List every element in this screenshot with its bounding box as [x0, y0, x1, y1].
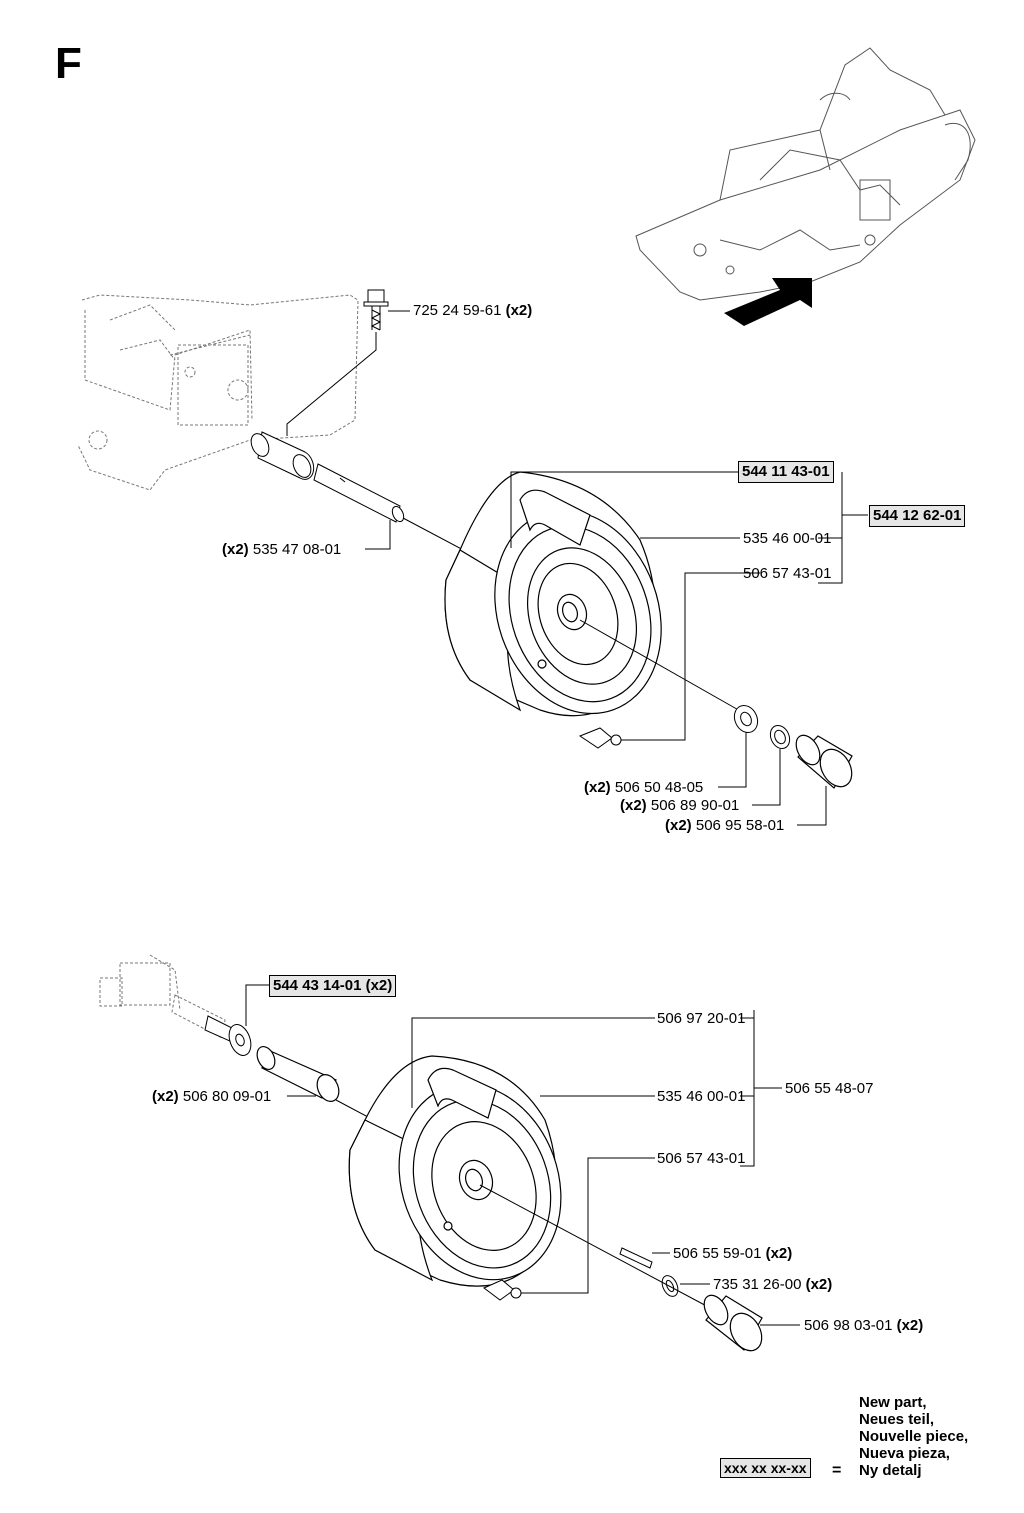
valve-lower: [483, 1279, 522, 1301]
label-506-57-43-01-upper: 506 57 43-01: [743, 565, 832, 582]
lower-wheel: [348, 1055, 562, 1287]
tractor-frame-overview: [635, 47, 976, 301]
leader-506-57-upper: [621, 572, 760, 741]
label-506-55-59-01: 506 55 59-01 (x2): [673, 1245, 793, 1262]
leader-544-43: [245, 984, 270, 1026]
leader-506-89: [752, 749, 781, 806]
leader-506-97: [411, 1017, 655, 1108]
valve-upper: [578, 727, 622, 749]
washer-upper: [733, 704, 759, 734]
cap-upper: [795, 734, 853, 789]
frame-section-outline: [77, 294, 359, 491]
label-506-98-03-01: 506 98 03-01 (x2): [804, 1317, 924, 1334]
section-letter: F: [55, 39, 82, 88]
legend-equals: =: [832, 1462, 842, 1479]
label-506-89-90-01: (x2) 506 89 90-01: [620, 797, 740, 814]
axle-pin-535-47-08-01: [313, 463, 405, 523]
label-506-97-20-01: 506 97 20-01: [657, 1010, 746, 1027]
upper-wheel: [444, 471, 662, 717]
leader-535-47: [365, 520, 391, 550]
bolt-725-24-59-61: [363, 289, 389, 331]
label-544-11-43-01: 544 11 43-01: [738, 461, 834, 483]
label-535-46-00-01-lower: 535 46 00-01: [657, 1088, 746, 1105]
hub-washer-lower: [228, 1024, 252, 1056]
leader-506-57-lower: [521, 1157, 655, 1294]
bracket-upper: [818, 472, 843, 584]
label-725-24-59-61: 725 24 59-61 (x2): [413, 302, 533, 319]
legend-line: Nueva pieza,: [859, 1445, 950, 1462]
bracket-lower: [740, 1010, 755, 1167]
label-535-46-00-01-upper: 535 46 00-01: [743, 530, 832, 547]
legend-line: Neues teil,: [859, 1411, 935, 1428]
axle-tube: [250, 431, 315, 480]
legend-text: New part, Neues teil, Nouvelle piece, Nu…: [859, 1394, 968, 1479]
leader-506-95: [797, 786, 827, 826]
ring-lower: [661, 1275, 679, 1297]
cap-lower: [703, 1294, 763, 1352]
axis-line-lower-2: [479, 1184, 715, 1311]
label-506-80-09-01: (x2) 506 80 09-01: [152, 1088, 272, 1105]
label-506-95-58-01: (x2) 506 95 58-01: [665, 817, 785, 834]
leader-506-50: [718, 733, 747, 788]
axis-line-upper-2: [579, 619, 743, 713]
label-544-12-62-01: 544 12 62-01: [869, 505, 966, 527]
label-506-57-43-01-lower: 506 57 43-01: [657, 1150, 746, 1167]
legend-code-box: xxx xx xx-xx: [720, 1458, 811, 1478]
label-506-50-48-05: (x2) 506 50 48-05: [584, 779, 704, 796]
label-535-47-08-01: (x2) 535 47 08-01: [222, 541, 342, 558]
legend-line: New part,: [859, 1394, 927, 1411]
spacer-lower: [256, 1046, 340, 1102]
legend-line: Ny detalj: [859, 1462, 922, 1479]
clip-upper: [769, 724, 791, 750]
view-direction-arrow: [724, 278, 812, 326]
label-735-31-26-00: 735 31 26-00 (x2): [713, 1276, 833, 1293]
legend-line: Nouvelle piece,: [859, 1428, 969, 1445]
leader-544-11: [510, 471, 738, 548]
spindle-bracket: [99, 954, 226, 1039]
label-544-43-14-01: 544 43 14-01 (x2): [269, 975, 397, 997]
leader-bolt: [286, 332, 377, 436]
label-506-55-48-07: 506 55 48-07: [785, 1080, 874, 1097]
key-lower: [619, 1247, 653, 1269]
